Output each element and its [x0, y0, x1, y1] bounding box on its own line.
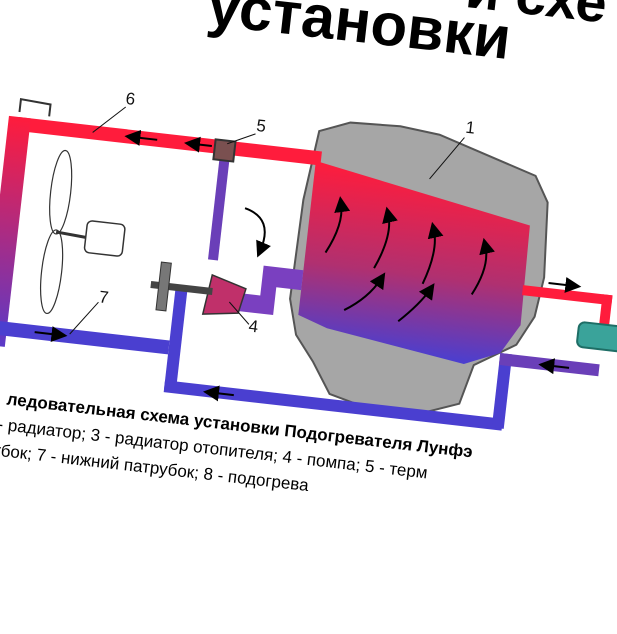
bypass-pipe [208, 150, 231, 261]
water-pump [201, 273, 247, 315]
fan-icon [39, 149, 86, 315]
heater-supply [521, 285, 613, 306]
liquid-heater [576, 321, 617, 353]
radiator [0, 115, 31, 347]
thermostat [212, 138, 237, 163]
leader-lines [69, 106, 465, 335]
pump-pulley [155, 261, 172, 312]
upper-hose [17, 117, 322, 166]
flow-arrow-icon [34, 129, 582, 402]
return-line-left [163, 285, 188, 392]
lower-hose [0, 320, 170, 355]
return-line-bottom [163, 380, 503, 431]
heater-supply-drop [599, 294, 613, 326]
radiator-cap-icon [18, 97, 52, 117]
engine-water-jacket [298, 160, 530, 364]
return-line-right [491, 353, 513, 429]
fan-motor [83, 220, 126, 257]
